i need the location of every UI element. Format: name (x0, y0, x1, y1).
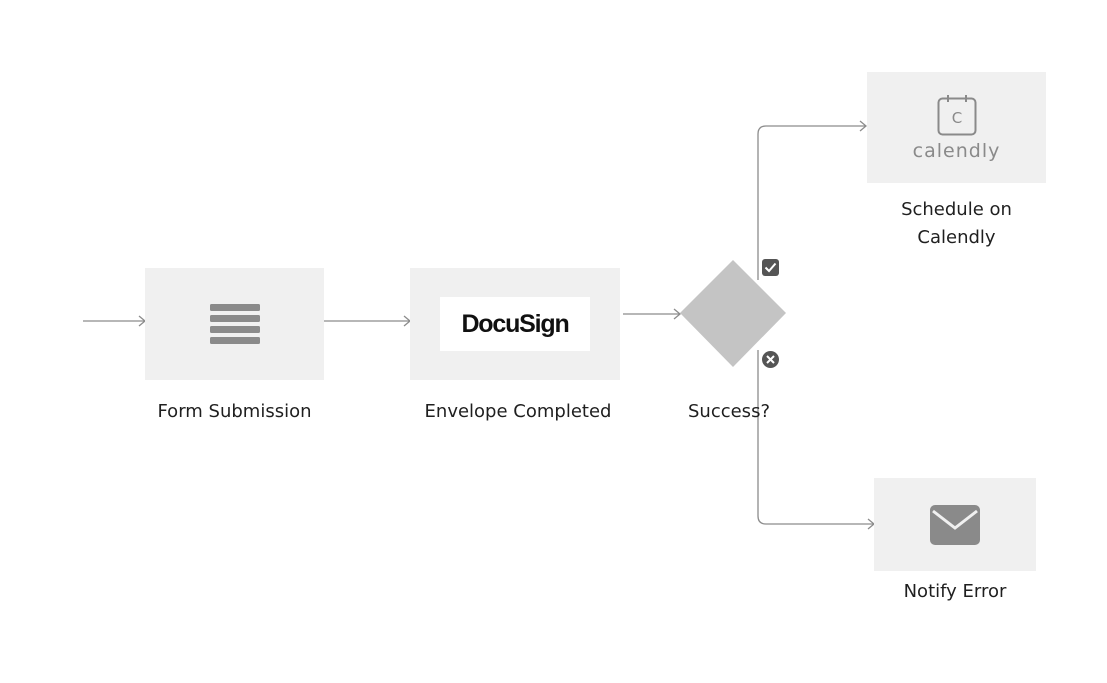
docusign-logo: DocuSign (440, 297, 590, 351)
calendar-icon: C (937, 94, 976, 135)
success-decision-label: Success? (687, 401, 770, 422)
docusign-logo-text: DocuSign (461, 309, 569, 338)
notify-error-node[interactable] (874, 478, 1036, 571)
check-square-icon (762, 259, 779, 276)
envelope-completed-label: Envelope Completed (424, 401, 612, 422)
notify-error-label: Notify Error (903, 581, 1007, 602)
form-submission-node[interactable] (145, 268, 324, 380)
schedule-calendly-label: Schedule on Calendly (867, 196, 1046, 252)
envelope-completed-node[interactable]: DocuSign (410, 268, 620, 380)
decision-diamond[interactable] (680, 260, 786, 367)
envelope-icon (930, 504, 980, 545)
calendly-logo-text: calendly (912, 139, 1001, 162)
failure-connector (757, 350, 874, 525)
x-circle-icon (762, 351, 779, 368)
form-lines-icon (209, 304, 260, 344)
schedule-calendly-label-line2: Calendly (917, 227, 996, 248)
schedule-calendly-label-line1: Schedule on (901, 199, 1012, 220)
success-connector (757, 125, 866, 280)
success-arrowhead (859, 120, 868, 132)
docusign-to-decision-arrowhead (673, 308, 682, 320)
calendar-letter: C (951, 109, 961, 127)
schedule-calendly-node[interactable]: C calendly (867, 72, 1046, 183)
form-submission-label: Form Submission (157, 401, 312, 422)
